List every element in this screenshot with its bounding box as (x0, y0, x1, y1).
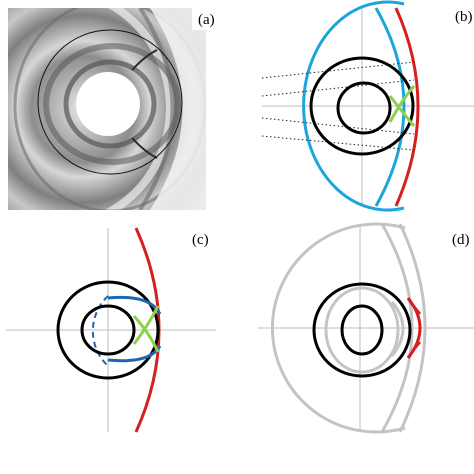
panel-label-a: (a) (198, 12, 215, 28)
black-inner-ellipse (340, 304, 384, 356)
panel-b: (b) (261, 0, 474, 212)
green-mach-stems (132, 305, 160, 353)
black-outer-ellipse (312, 282, 412, 378)
blue-front-arc (374, 7, 406, 207)
blue-circle (302, 0, 405, 212)
reflected-ring (43, 43, 181, 165)
gray-inner-ellipse (324, 286, 400, 374)
panel-a: (a) (8, 8, 222, 210)
red-shock-segment (406, 297, 422, 359)
panel-label-d: (d) (452, 232, 470, 248)
panel-label-b: (b) (455, 9, 473, 25)
black-inner-ellipse (80, 304, 136, 356)
triple-point-upper (131, 49, 158, 71)
triple-point-lower (131, 137, 158, 159)
gray-front-arc-1 (398, 223, 427, 433)
panel-label-c: (c) (192, 232, 209, 248)
label-box (192, 8, 222, 30)
inner-halo (63, 59, 157, 149)
gray-side-loop (390, 301, 405, 357)
black-outer-ellipse (56, 280, 160, 380)
right-bright-region (150, 8, 206, 210)
dotted-rays (261, 61, 415, 151)
gray-large-circle (270, 222, 406, 434)
shock-front-wave (104, 8, 174, 210)
cylinder-obstacle (76, 72, 140, 136)
gray-front-arc-2 (380, 223, 414, 433)
panel-d: (d) (258, 222, 474, 434)
panel-c: (c) (6, 227, 216, 433)
black-outer-ellipse (309, 56, 415, 156)
reference-circle (37, 29, 183, 175)
right-shadow-band (138, 8, 175, 210)
red-shock-arc (394, 7, 420, 207)
black-inner-ellipse (336, 81, 392, 135)
green-mach-stems (388, 85, 416, 127)
